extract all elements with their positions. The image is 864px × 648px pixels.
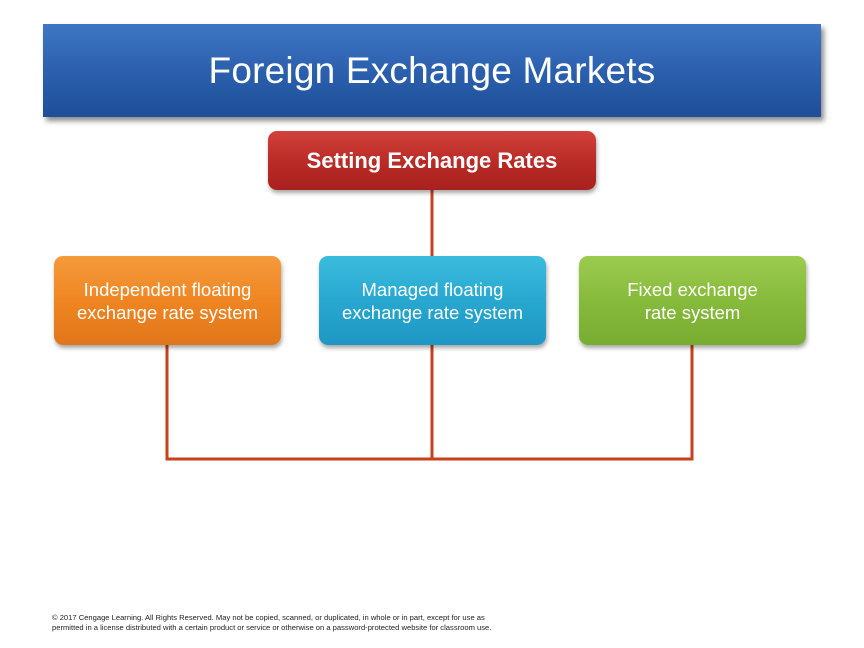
root-node-label: Setting Exchange Rates <box>306 147 558 173</box>
copyright-line-1: © 2017 Cengage Learning. All Rights Rese… <box>52 613 485 622</box>
title-banner: Foreign Exchange Markets <box>43 24 821 117</box>
slide-title: Foreign Exchange Markets <box>208 49 656 91</box>
node-managed-floating-label: Managed floating exchange rate system <box>342 278 523 323</box>
root-node-setting-exchange-rates: Setting Exchange Rates <box>268 131 596 190</box>
node-independent-floating: Independent floating exchange rate syste… <box>54 256 281 345</box>
node-independent-floating-label: Independent floating exchange rate syste… <box>77 278 258 323</box>
node-fixed-exchange: Fixed exchange rate system <box>579 256 806 345</box>
node-fixed-exchange-label: Fixed exchange rate system <box>627 278 758 323</box>
copyright-line-2: permitted in a license distributed with … <box>52 623 492 632</box>
copyright-notice: © 2017 Cengage Learning. All Rights Rese… <box>52 613 572 633</box>
node-managed-floating: Managed floating exchange rate system <box>319 256 546 345</box>
